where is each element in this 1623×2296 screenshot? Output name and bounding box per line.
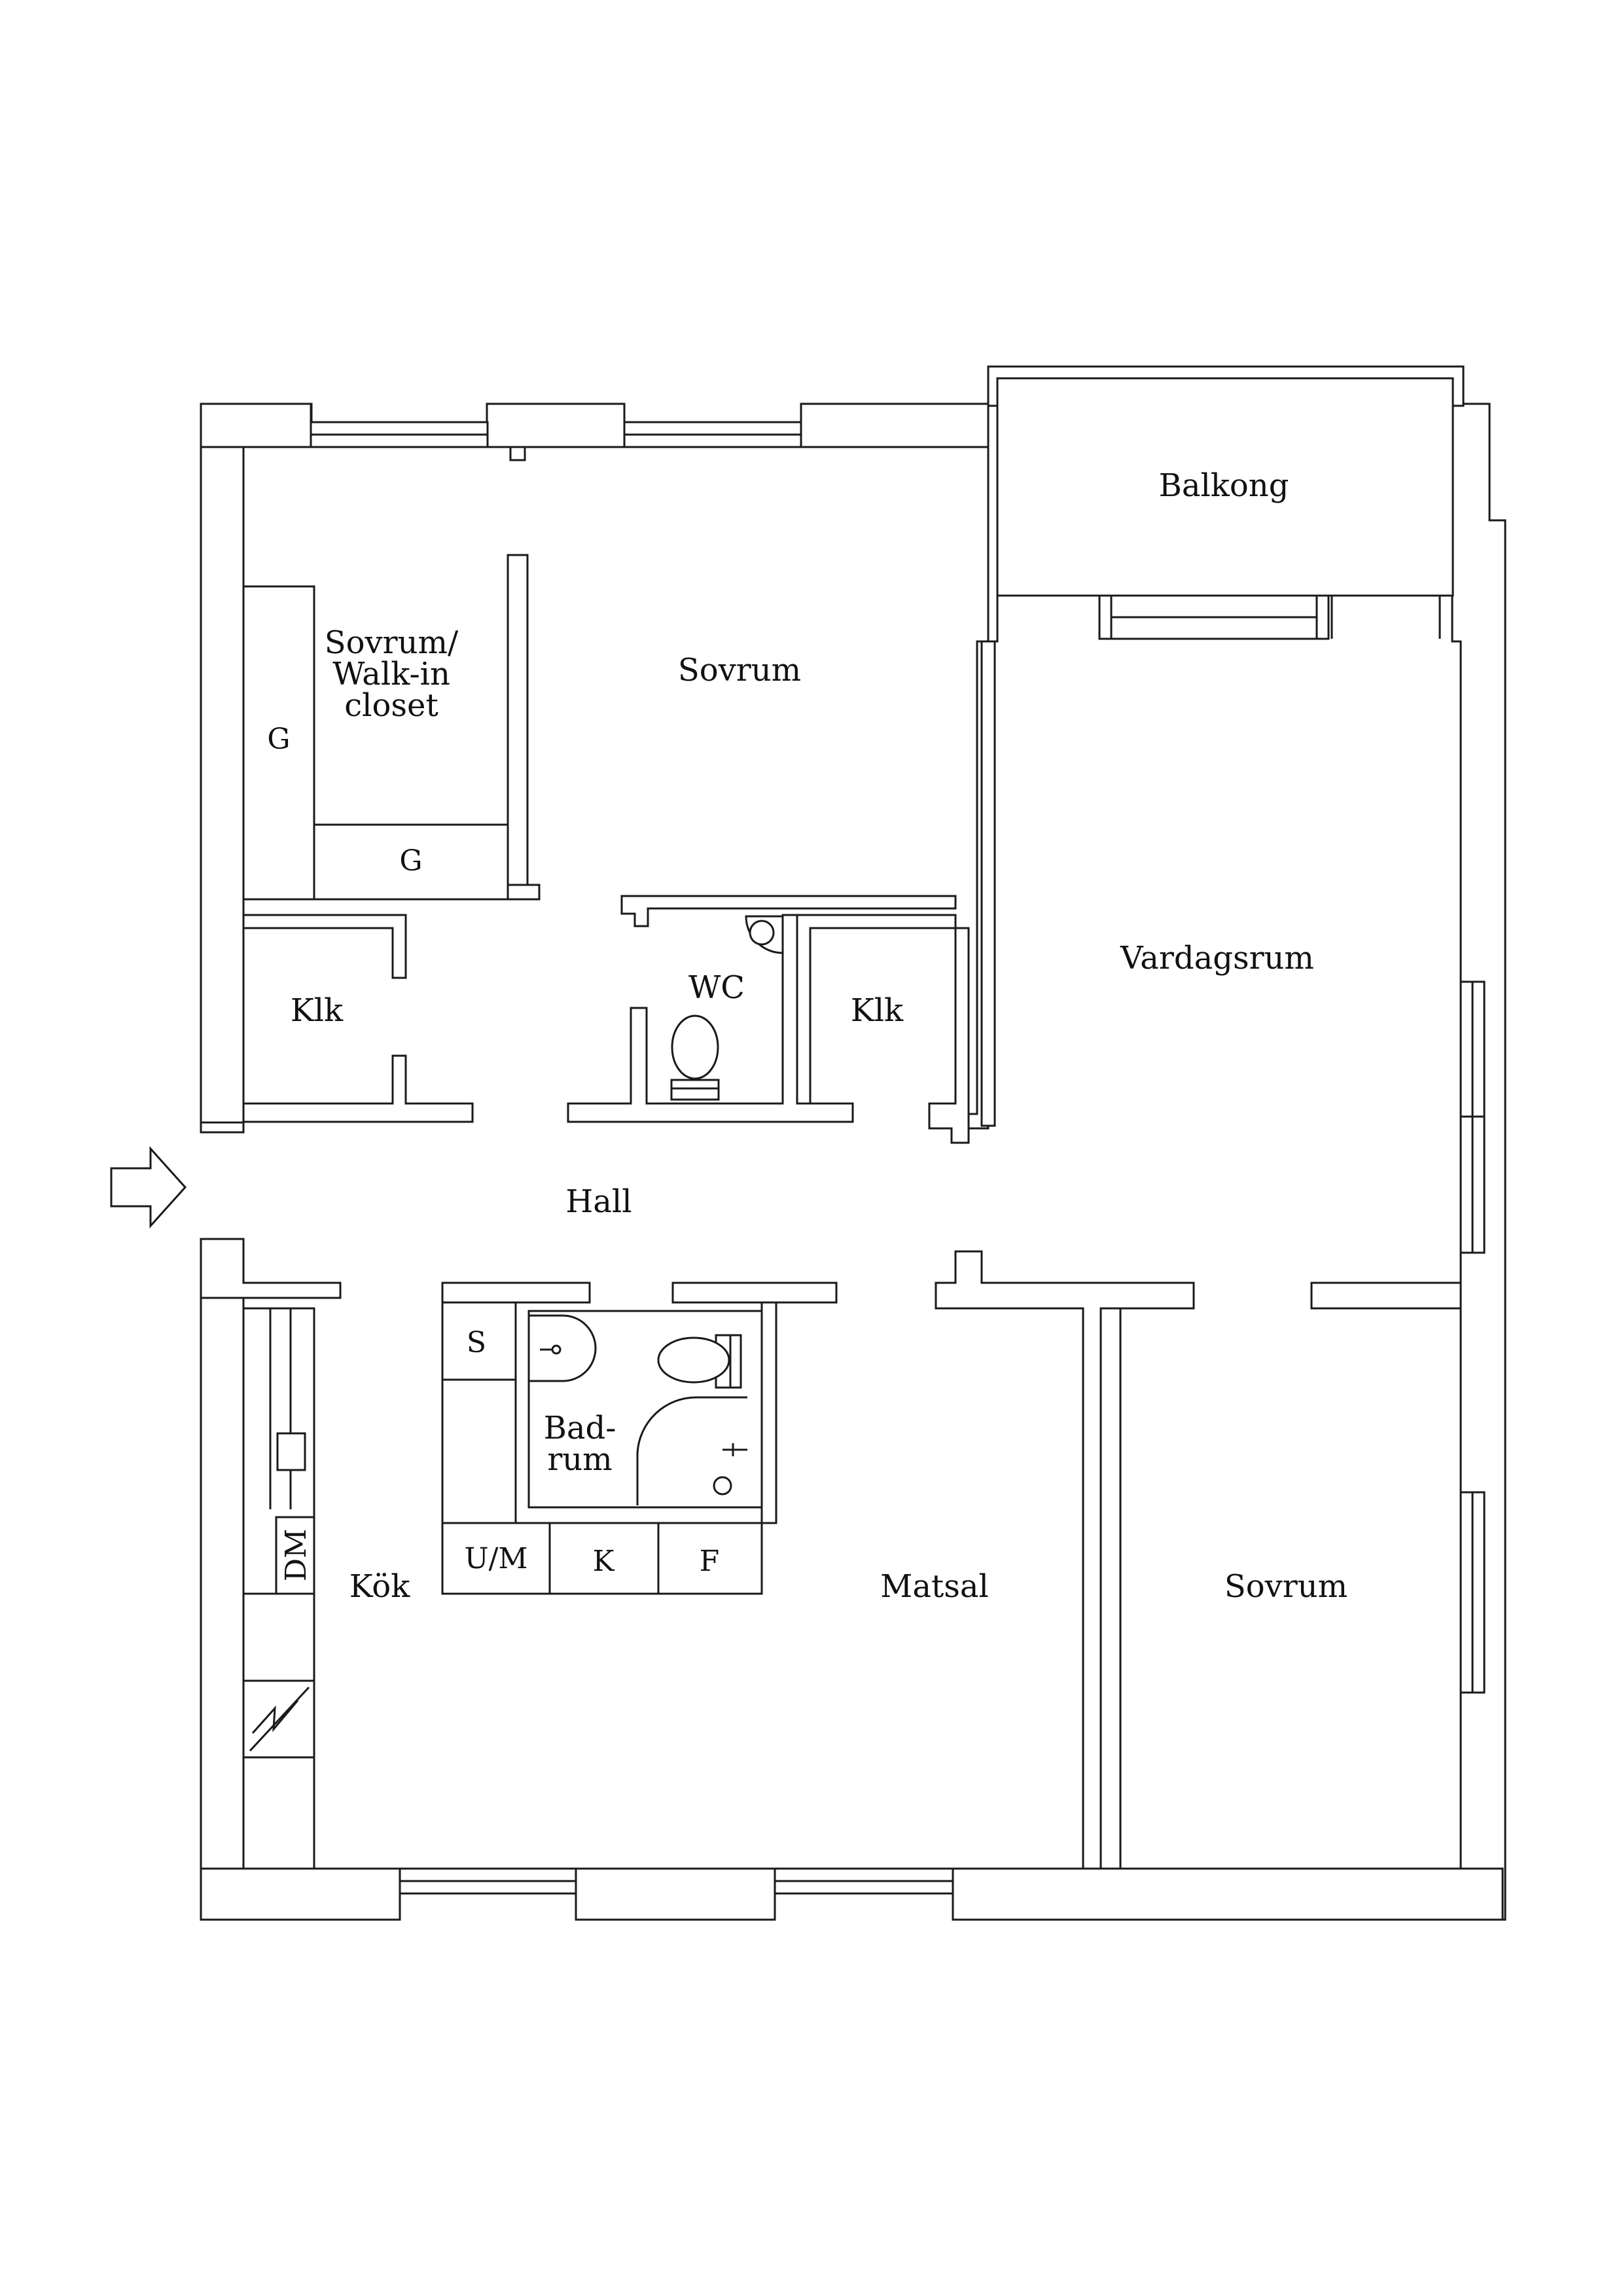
bathroom-fixtures: [441, 1301, 763, 1595]
top-windows: [310, 421, 802, 461]
um-label: U/M: [465, 1542, 528, 1575]
klk-right-label: Klk: [851, 992, 904, 1029]
wc-label: WC: [688, 969, 745, 1006]
sovrum-bottom-label: Sovrum: [1224, 1568, 1347, 1605]
right-windows: [1459, 980, 1486, 1694]
sovrum-walkin-label-2: Walk-in: [332, 656, 450, 692]
wc-fixtures: [670, 915, 784, 1101]
k-label: K: [593, 1545, 615, 1578]
outer-walls: [200, 403, 1507, 1921]
room-labels: Balkong Sovrum/ Walk-in closet Sovrum Va…: [291, 467, 1347, 1605]
balkong-label: Balkong: [1159, 467, 1289, 504]
toilet-icon: [657, 1334, 742, 1389]
entrance-arrow-icon: [110, 1146, 187, 1229]
badrum-label-1: Bad-: [544, 1410, 616, 1446]
interior-walls: [200, 554, 1462, 1870]
hall-label: Hall: [565, 1183, 632, 1220]
balcony: [987, 365, 1465, 640]
toilet-icon: [670, 1014, 720, 1101]
sovrum-top-label: Sovrum: [678, 652, 801, 689]
shower-icon: [636, 1396, 747, 1505]
badrum-label-2: rum: [547, 1441, 612, 1478]
f-label: F: [700, 1545, 720, 1578]
fixture-labels: G G S U/M K F DM: [267, 723, 719, 1581]
sovrum-walkin-label-1: Sovrum/: [325, 624, 459, 661]
vardagsrum-label: Vardagsrum: [1120, 940, 1314, 977]
dm-label: DM: [279, 1529, 313, 1581]
sink-icon: [527, 1314, 597, 1382]
bottom-windows: [399, 1867, 954, 1895]
sovrum-walkin-label-3: closet: [344, 687, 438, 724]
kok-label: Kök: [349, 1568, 410, 1605]
s-label: S: [467, 1326, 486, 1359]
sink-icon: [745, 915, 784, 954]
electric-panel-icon: [242, 1679, 315, 1759]
klk-left-label: Klk: [291, 992, 344, 1029]
matsal-label: Matsal: [880, 1568, 989, 1605]
g-vertical-label: G: [267, 723, 290, 756]
g-horizontal-label: G: [399, 844, 422, 878]
